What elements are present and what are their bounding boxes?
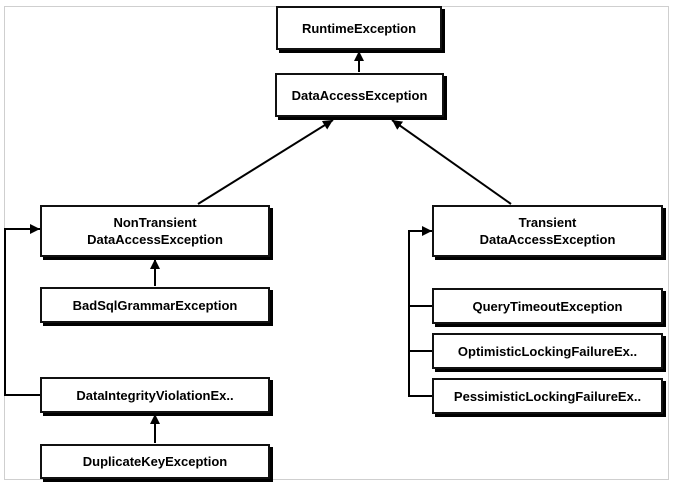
node-transient-label-line2: DataAccessException bbox=[479, 232, 616, 247]
node-pessimistic-locking-failure-exception: PessimisticLockingFailureEx.. bbox=[432, 378, 663, 414]
node-data-access-exception-label: DataAccessException bbox=[291, 87, 428, 103]
node-runtime-exception: RuntimeException bbox=[276, 6, 442, 50]
node-runtime-exception-label: RuntimeException bbox=[301, 20, 417, 36]
node-non-transient-label-line2: DataAccessException bbox=[87, 232, 223, 247]
node-pessimistic-locking-label: PessimisticLockingFailureEx.. bbox=[453, 388, 642, 404]
node-duplicate-key-label: DuplicateKeyException bbox=[82, 454, 228, 469]
arrow-pessimistic-to-transient bbox=[408, 226, 432, 397]
node-data-access-exception: DataAccessException bbox=[275, 73, 444, 117]
node-bad-sql-grammar-exception: BadSqlGrammarException bbox=[40, 287, 270, 323]
node-data-integrity-label: DataIntegrityViolationEx.. bbox=[76, 387, 234, 403]
arrow-data-integrity-to-non-transient bbox=[4, 224, 40, 396]
node-transient-data-access-exception: Transient DataAccessException bbox=[432, 205, 663, 257]
node-non-transient-data-access-exception: NonTransient DataAccessException bbox=[40, 205, 270, 257]
node-transient-label-line1: Transient bbox=[518, 215, 577, 230]
node-data-integrity-violation-exception: DataIntegrityViolationEx.. bbox=[40, 377, 270, 413]
node-query-timeout-label: QueryTimeoutException bbox=[472, 298, 623, 314]
arrow-non-transient-to-data-access bbox=[197, 119, 334, 205]
node-bad-sql-grammar-label: BadSqlGrammarException bbox=[72, 297, 238, 313]
node-optimistic-locking-failure-exception: OptimisticLockingFailureEx.. bbox=[432, 333, 663, 369]
node-optimistic-locking-label: OptimisticLockingFailureEx.. bbox=[457, 343, 638, 359]
node-duplicate-key-exception: DuplicateKeyException bbox=[40, 444, 270, 479]
node-non-transient-label-line1: NonTransient bbox=[113, 215, 197, 230]
arrow-transient-to-data-access bbox=[391, 119, 512, 205]
node-query-timeout-exception: QueryTimeoutException bbox=[432, 288, 663, 324]
